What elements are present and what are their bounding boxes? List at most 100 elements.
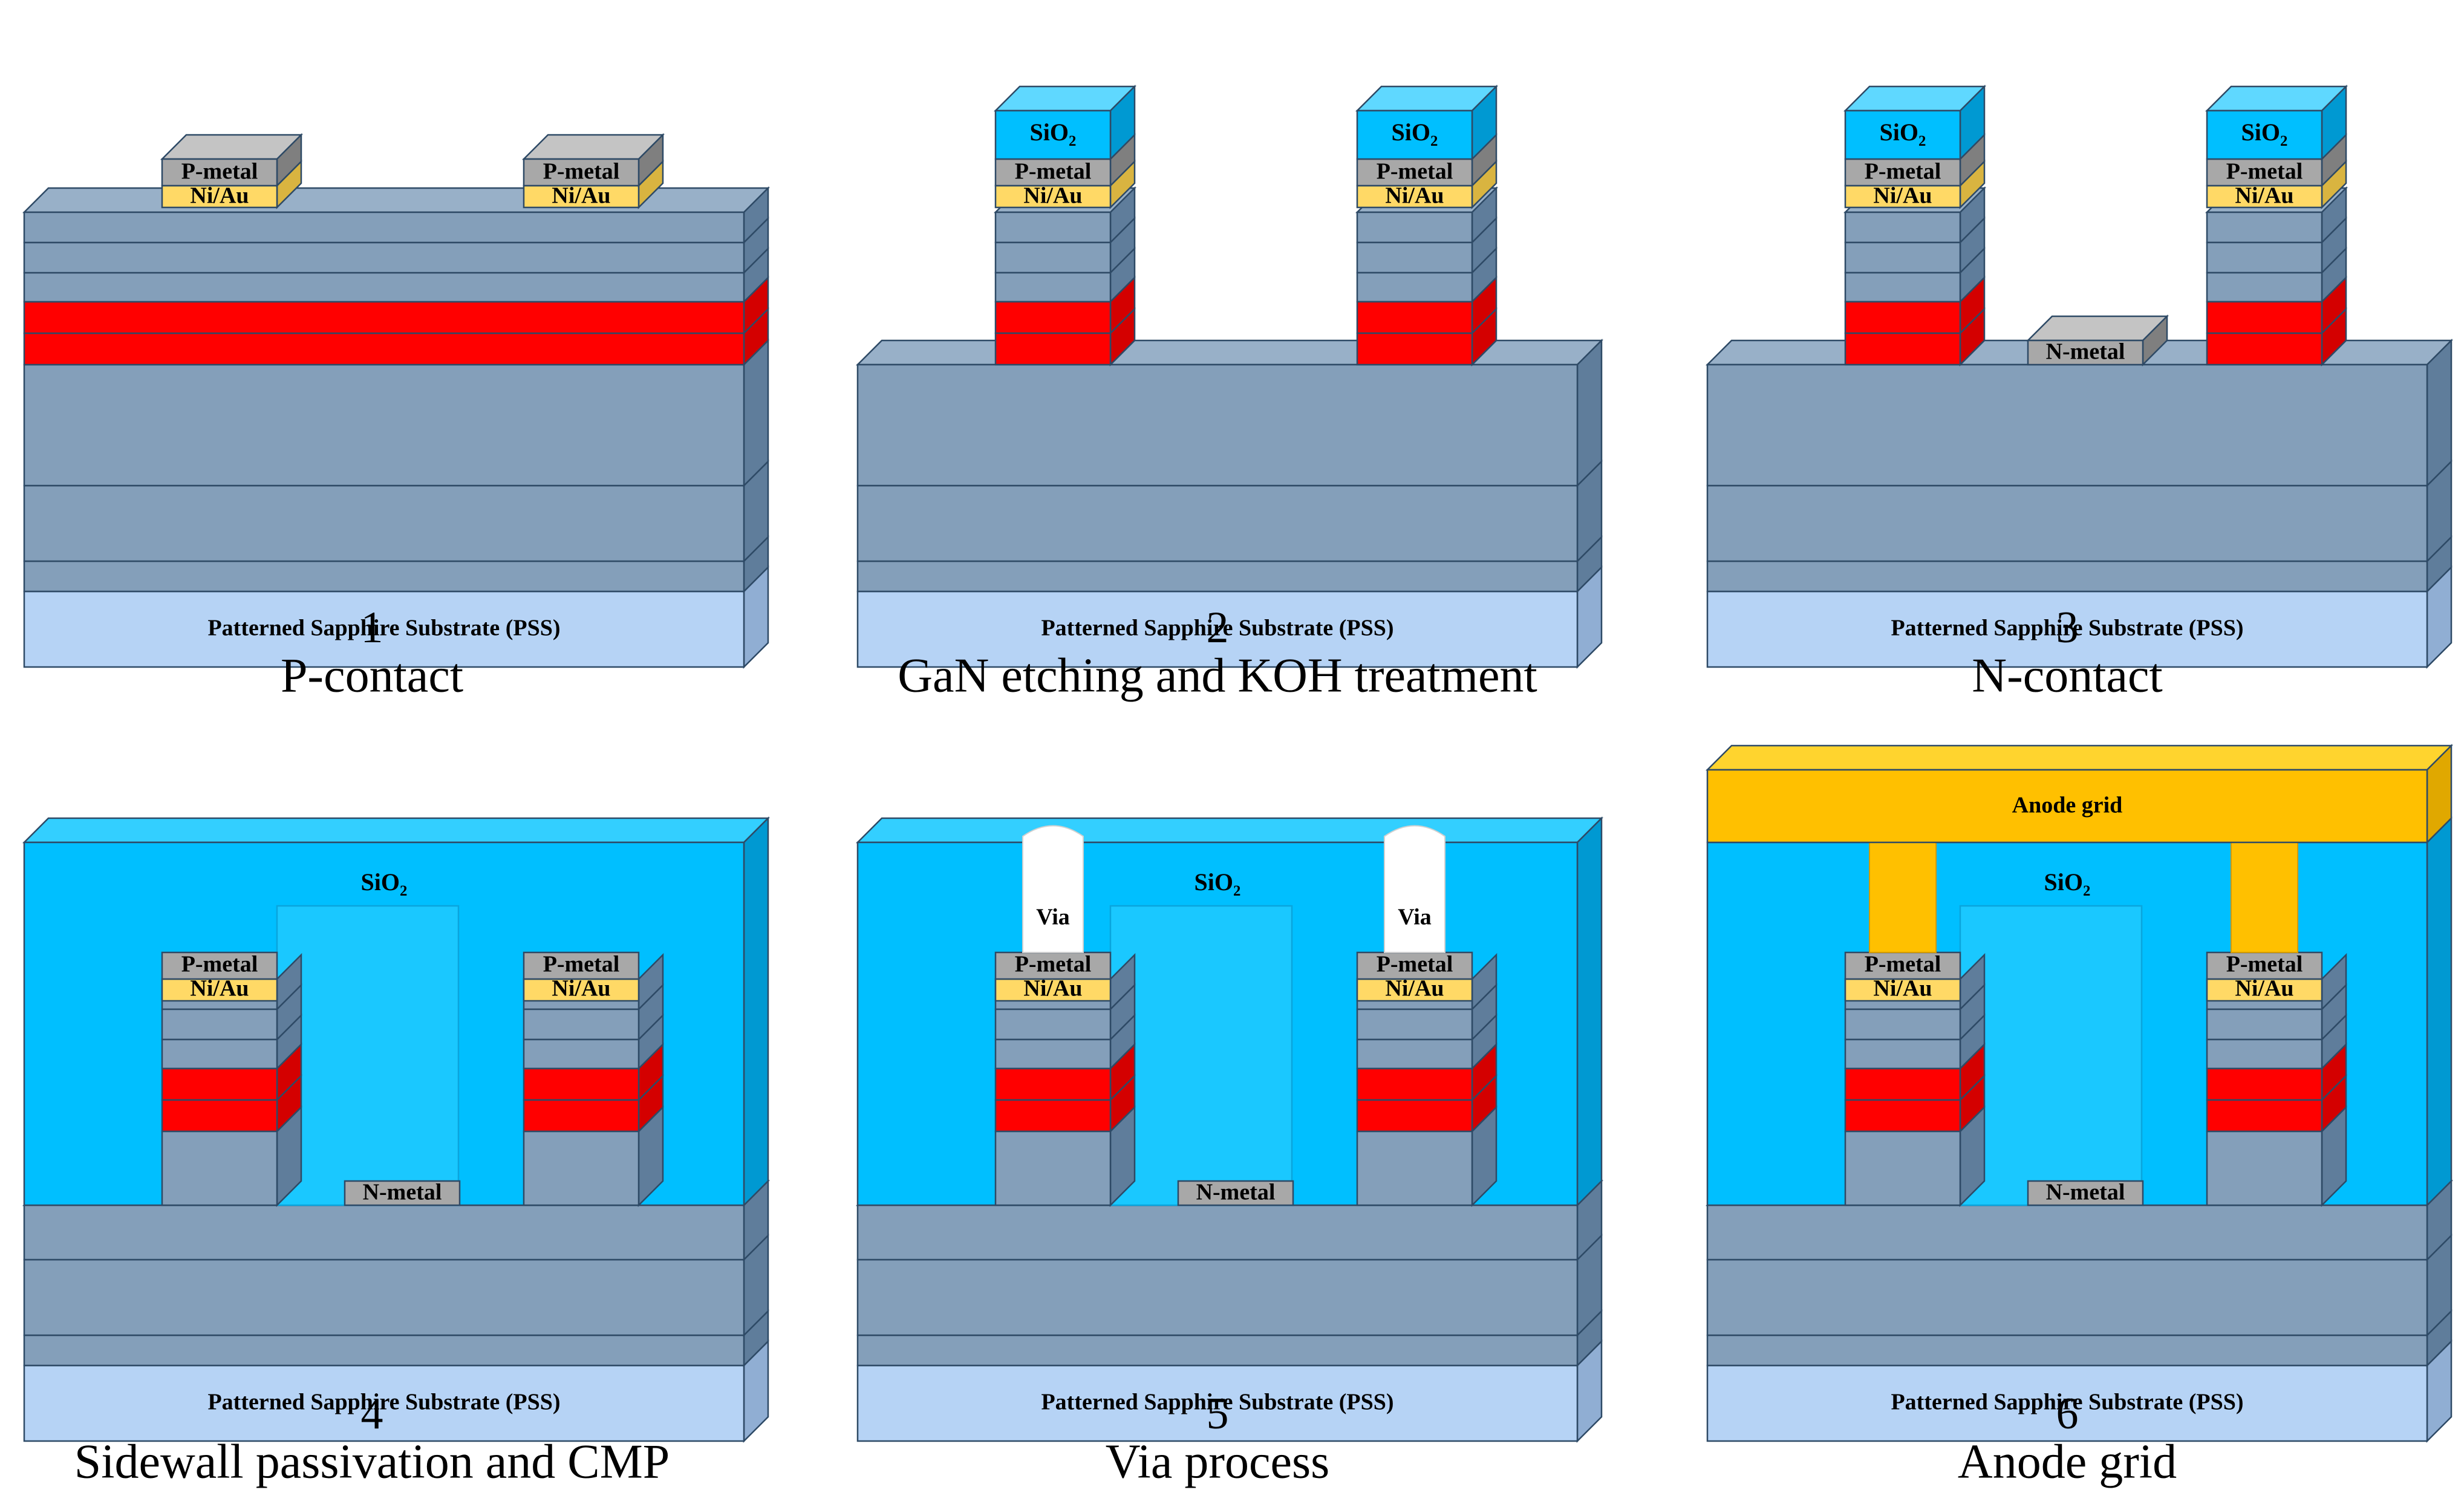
step-number: 4 [361,1389,383,1439]
ni-au-layer [994,184,1112,209]
n-metal-label: N-metal [1196,1180,1276,1205]
sio2-mask-label-subscript: 2 [1069,133,1076,149]
mqw-layer-1 [23,301,745,334]
p-metal-label: P-metal [543,159,620,184]
n-gan-layer [1706,1258,2428,1336]
sio2-passivation-label-base: SiO [1195,868,1233,896]
mesa-n-gan [1844,1130,1961,1206]
ni-au-layer [523,978,640,1002]
panel-2-gan-etching: Patterned Sapphire Substrate (PSS)Ni/AuP… [855,84,1604,702]
ni-au-layer [161,184,278,209]
sio2-passivation-label-subscript: 2 [2083,883,2090,899]
spacer-layer [523,1038,640,1070]
anode-plug [1869,842,1937,953]
sio2-passivation-side [1576,816,1603,1208]
n-metal-label: N-metal [2046,339,2125,365]
p-metal-label: P-metal [1377,159,1453,184]
sio2-mask-label: SiO2 [1392,119,1438,149]
ni-au-label: Ni/Au [1023,183,1082,209]
substrate-label: Patterned Sapphire Substrate (PSS) [207,1390,560,1415]
ni-au-label: Ni/Au [190,976,249,1001]
n-metal-label: N-metal [363,1180,442,1205]
n-gan-layer [1706,484,2428,562]
p-metal-layer [161,158,278,187]
sio2-passivation-side [743,816,769,1208]
sio2-mask [1844,109,1961,160]
substrate-label: Patterned Sapphire Substrate (PSS) [1891,616,2243,641]
mesa-n-gan [161,1130,278,1206]
mqw-layer-2 [1356,332,1473,366]
spacer-layer [23,272,745,303]
n-gan-top-layer-side [2426,338,2453,488]
mqw-layer-2 [23,332,745,366]
p-gan-layer [1356,211,1473,244]
ni-au-label: Ni/Au [2235,183,2293,209]
substrate-label: Patterned Sapphire Substrate (PSS) [1891,1390,2243,1415]
mqw-layer-1 [2206,1067,2323,1101]
mqw-layer-2 [1844,1099,1961,1133]
ni-au-label: Ni/Au [1873,183,1932,209]
step-caption: Via process [1106,1435,1330,1488]
mqw-layer-1 [994,301,1112,334]
p-metal-layer [523,951,640,980]
sio2-mask-label-base: SiO [2241,119,2280,146]
sio2-mask-label-subscript: 2 [2280,133,2287,149]
n-gan-top-layer [856,363,1579,487]
n-metal-contact [1177,1180,1294,1206]
ebl-layer [1844,1008,1961,1041]
sio2-trench-fill [276,905,460,1206]
sio2-mask-label-subscript: 2 [1430,133,1438,149]
p-gan-layer [1844,211,1961,244]
n-gan-layer [23,484,745,562]
n-metal-label: N-metal [2046,1180,2125,1205]
mqw-layer-2 [1844,332,1961,366]
sio2-passivation-label-subscript: 2 [1233,883,1240,899]
n-gan-top-layer-side [1576,338,1603,488]
panel-6-anode-grid: Patterned Sapphire Substrate (PSS)SiO2Ni… [1705,743,2454,1488]
p-contact-2: Ni/AuP-metal [521,132,665,210]
p-metal-layer [1844,951,1961,980]
spacer-layer [994,1038,1112,1070]
ni-au-layer [523,184,640,209]
mesa-n-gan-side [1110,340,1135,365]
p-metal-layer [523,158,640,187]
step-caption: Anode grid [1958,1435,2177,1488]
p-metal-label: P-metal [1377,952,1453,977]
panel-1-p-contact: Patterned Sapphire Substrate (PSS)Ni/AuP… [22,132,771,702]
sio2-trench-fill [1959,905,2143,1206]
p-metal-label: P-metal [181,952,258,977]
sio2-passivation-top [855,817,1604,844]
n-gan-layer [856,1258,1579,1336]
buffer-layer [1706,560,2428,593]
mesa-n-gan [994,1130,1112,1206]
p-metal-layer [2206,158,2323,187]
sio2-passivation-label: SiO2 [2044,868,2091,899]
ebl-layer [994,241,1112,274]
spacer-layer [994,272,1112,303]
mqw-layer-1 [1356,1067,1473,1101]
ni-au-label: Ni/Au [1873,976,1932,1001]
spacer-layer [2206,1038,2323,1070]
ebl-layer [161,1008,278,1041]
step-caption: N-contact [1972,649,2162,702]
anode-grid-top [1705,744,2454,771]
p-metal-layer [2206,951,2323,980]
buffer-layer [23,1334,745,1367]
mqw-layer-1 [1356,301,1473,334]
ebl-layer [2206,241,2323,274]
p-metal-layer [1356,951,1473,980]
ebl-layer [994,1008,1112,1041]
p-metal-layer [1844,158,1961,187]
mqw-layer-1 [1844,301,1961,334]
mqw-layer-1 [523,1067,640,1101]
embedded-mesa-2: Ni/AuP-metal [2206,842,2347,1208]
p-metal-layer [161,951,278,980]
p-metal-label: P-metal [1865,952,1941,977]
ebl-layer [23,241,745,274]
panel-3-n-contact: Patterned Sapphire Substrate (PSS) Ni/AuP… [1705,84,2454,702]
ni-au-label: Ni/Au [1023,976,1082,1001]
